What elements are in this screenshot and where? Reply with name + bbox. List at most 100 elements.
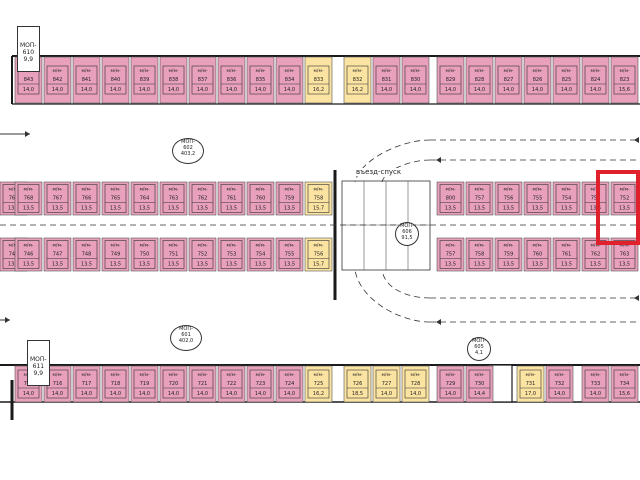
slot-label-box [162,369,185,399]
slot-area: 14,0 [23,87,34,93]
slot-label-box [526,240,549,269]
slot-number: 800 [446,196,456,202]
slot-prefix: м/м- [314,68,324,74]
slot-area: 14,0 [255,391,266,397]
slot-number: 825 [562,77,572,83]
slot-area: 13,5 [255,206,266,212]
slot-area: 14,0 [197,87,208,93]
slot-number: 768 [24,196,34,202]
slot-area: 16,2 [313,87,324,93]
lane-arrow [436,319,441,325]
slot-area: 13,5 [81,262,92,268]
slot-label-box [104,65,127,95]
slot-area: 13,5 [532,206,543,212]
slot-number: 756 [314,252,324,258]
slot-area: 13,5 [284,262,295,268]
slot-label-box [75,65,98,95]
slot-area: 13,5 [110,206,121,212]
slot-prefix: м/м- [256,68,266,74]
slot-number: 752 [620,196,630,202]
slot-label-box [17,184,40,213]
slot-prefix: м/м- [227,372,237,378]
slot-area: 16,2 [352,87,363,93]
slot-area: 14,0 [284,391,295,397]
slot-label-box [133,369,156,399]
slot-prefix: м/м- [591,372,601,378]
slot-number: 721 [198,381,208,387]
slot-prefix: м/м- [555,372,565,378]
slot-number: 720 [169,381,179,387]
slot-label-box [555,184,578,213]
slot-prefix: м/м- [504,187,514,193]
slot-756: м/м- 756 13,5 [494,181,523,216]
slot-prefix: м/м- [475,243,485,249]
slot-area: 14,0 [445,87,456,93]
slot-area: 14,4 [474,391,485,397]
lane-path [381,269,431,299]
slot-number: 756 [504,196,514,202]
slot-number: 757 [475,196,485,202]
slot-number: 766 [82,196,92,202]
slot-area: 13,5 [503,206,514,212]
slot-number: 722 [227,381,237,387]
slot-number: 833 [314,77,324,83]
slot-number: 728 [411,381,421,387]
slot-number: 733 [591,381,601,387]
slot-number: 750 [140,252,150,258]
slot-label-box [307,369,330,399]
slot-label-box [555,65,578,95]
slot-area: 17,0 [525,391,536,397]
slot-area: 14,0 [139,391,150,397]
slot-label-box [584,369,607,399]
slot-label-box [162,65,185,95]
slot-prefix: м/м- [411,372,421,378]
lane-path [381,159,431,183]
slot-prefix: м/м- [82,187,92,193]
slot-prefix: м/м- [620,243,630,249]
slot-area: 18,5 [352,391,363,397]
slot-number: 837 [198,77,208,83]
slot-prefix: м/м- [382,68,392,74]
slot-prefix: м/м- [562,243,572,249]
slot-label-box [191,240,214,269]
slot-label-box [46,240,69,269]
slot-prefix: м/м- [256,372,266,378]
slot-area: 14,0 [381,391,392,397]
slot-number: 762 [591,252,601,258]
slot-label-box [104,240,127,269]
slot-label-box [162,240,185,269]
slot-prefix: м/м- [591,187,601,193]
slot-label-box [439,240,462,269]
slot-number: 836 [227,77,237,83]
slot-prefix: м/м- [353,372,363,378]
slot-area: 14,0 [226,87,237,93]
slot-number: 755 [533,196,543,202]
lane-path [354,269,431,323]
slot-number: 838 [169,77,179,83]
slot-number: 749 [111,252,121,258]
slot-number: 758 [314,196,324,202]
slot-area: 14,0 [503,87,514,93]
slot-area: 15,6 [619,391,630,397]
slot-area: 13,5 [474,262,485,268]
slot-prefix: м/м- [504,68,514,74]
slot-label-box [249,65,272,95]
slot-label-box [17,240,40,269]
slot-prefix: м/м- [411,68,421,74]
slot-label-box [46,65,69,95]
